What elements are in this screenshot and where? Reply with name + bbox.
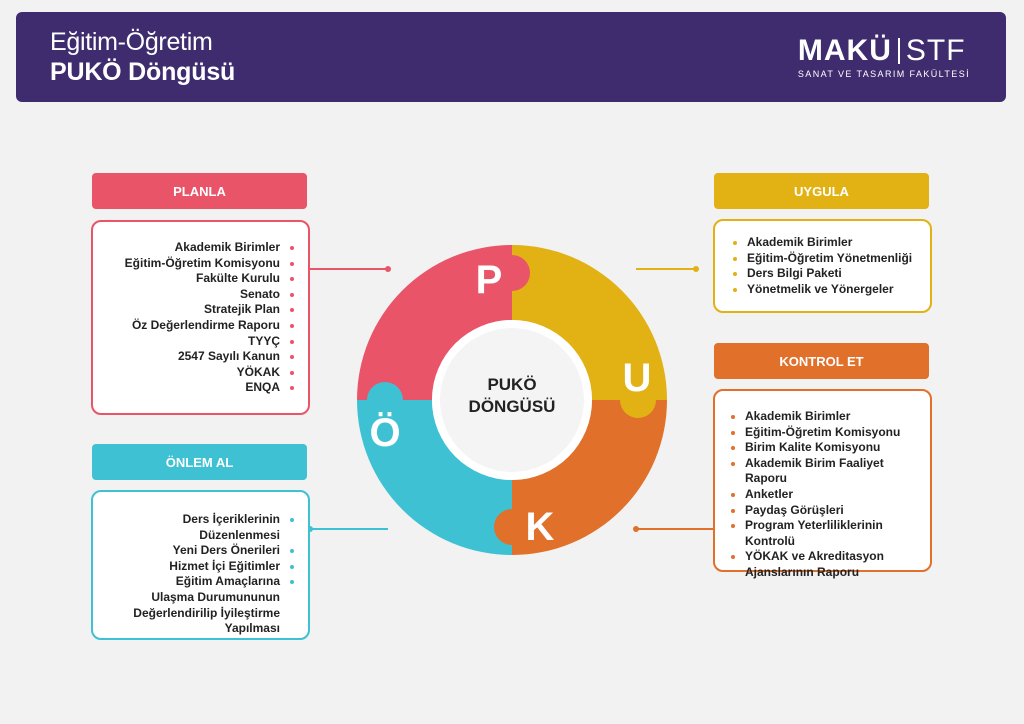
planla-list: Akademik Birimler Eğitim-Öğretim Komisyo… (103, 240, 296, 396)
connector-onlem (307, 526, 388, 532)
list-item: Eğitim-Öğretim Komisyonu (103, 256, 296, 272)
list-item: Ders İçeriklerinin Düzenlenmesi (101, 512, 296, 543)
list-item: Akademik Birim Faaliyet Raporu (729, 456, 924, 487)
list-item: Anketler (729, 487, 924, 503)
uygula-list: Akademik Birimler Eğitim-Öğretim Yönetme… (731, 235, 922, 297)
list-item: Yönetmelik ve Yönergeler (731, 282, 922, 298)
onlem-title: ÖNLEM AL (92, 444, 307, 480)
letter-p: P (476, 258, 503, 302)
list-item: Hizmet İçi Eğitimler (101, 559, 296, 575)
letter-u: U (623, 356, 652, 400)
list-item: YÖKAK ve Akreditasyon (729, 549, 924, 565)
connector-dot (307, 526, 313, 532)
uygula-box: Akademik Birimler Eğitim-Öğretim Yönetme… (713, 219, 932, 313)
onlem-box: Ders İçeriklerinin Düzenlenmesi Yeni Der… (91, 490, 310, 640)
list-item: Yeni Ders Önerileri (101, 543, 296, 559)
onlem-list: Ders İçeriklerinin Düzenlenmesi Yeni Der… (101, 512, 296, 637)
logo-divider (897, 38, 900, 64)
list-item: Akademik Birimler (731, 235, 922, 251)
list-item: Eğitim Amaçlarına (101, 574, 296, 590)
header-title-line1: Eğitim-Öğretim (50, 28, 213, 56)
connector-dot (693, 266, 699, 272)
connector-planla (310, 266, 391, 272)
connector-uygula (636, 266, 699, 272)
kontrol-title: KONTROL ET (714, 343, 929, 379)
list-item: Paydaş Görüşleri (729, 503, 924, 519)
letter-o: Ö (369, 410, 400, 455)
list-item: YÖKAK (103, 365, 296, 381)
list-item: Ajanslarının Raporu (745, 564, 860, 579)
onlem-title-label: ÖNLEM AL (165, 454, 234, 470)
kontrol-title-label: KONTROL ET (779, 353, 864, 369)
list-item: Ders Bilgi Paketi (731, 266, 922, 282)
logo-main-text: MAKÜ (797, 34, 892, 67)
header-title-line2: PUKÖ Döngüsü (50, 58, 236, 86)
logo-caption: SANAT VE TASARIM FAKÜLTESİ (797, 69, 970, 79)
faculty-logo: MAKÜ STF SANAT VE TASARIM FAKÜLTESİ (797, 34, 970, 80)
knob-uygula (620, 382, 656, 418)
connector-dot (633, 526, 639, 532)
list-item: Program Yeterliliklerinin Kontrolü (729, 518, 924, 549)
connector-kontrol (633, 526, 714, 532)
list-item: Birim Kalite Komisyonu (729, 440, 924, 456)
list-item: Öz Değerlendirme Raporu (103, 318, 296, 334)
list-item: Eğitim-Öğretim Komisyonu (729, 425, 924, 441)
list-item: Fakülte Kurulu (103, 271, 296, 287)
planla-box: Akademik Birimler Eğitim-Öğretim Komisyo… (91, 220, 310, 415)
ring-segment-uygula (512, 245, 667, 400)
planla-title: PLANLA (92, 173, 307, 209)
planla-title-label: PLANLA (173, 183, 226, 199)
uygula-title-label: UYGULA (794, 183, 849, 199)
kontrol-list: Akademik Birimler Eğitim-Öğretim Komisyo… (729, 409, 924, 581)
knob-onlem (367, 382, 403, 418)
list-item: Stratejik Plan (103, 302, 296, 318)
uygula-title: UYGULA (714, 173, 929, 209)
list-item: TYYÇ (103, 334, 296, 350)
logo-sub-text: STF (905, 34, 966, 67)
kontrol-box: Akademik Birimler Eğitim-Öğretim Komisyo… (713, 389, 932, 579)
list-item: Değerlendirilip İyileştirme (133, 605, 280, 620)
list-item: Senato (103, 287, 296, 303)
list-item: Eğitim-Öğretim Yönetmenliği (731, 251, 922, 267)
center-label-line1: PUKÖ (487, 375, 536, 394)
ring-segment-kontrol (512, 400, 667, 555)
list-item: Akademik Birimler (103, 240, 296, 256)
letter-k: K (526, 505, 555, 549)
list-item: Yapılması (224, 621, 280, 636)
knob-planla (494, 255, 530, 291)
connector-dot (385, 266, 391, 272)
list-item: 2547 Sayılı Kanun (103, 349, 296, 365)
center-label-line2: DÖNGÜSÜ (469, 397, 556, 416)
ring-segment-onlem (357, 400, 512, 555)
ring-segment-planla (357, 245, 512, 400)
header-banner: Eğitim-Öğretim PUKÖ Döngüsü MAKÜ STF SAN… (16, 12, 1006, 102)
list-item: Ulaşma Durumununun (151, 589, 280, 604)
list-item: ENQA (103, 380, 296, 396)
list-item: Akademik Birimler (729, 409, 924, 425)
knob-kontrol (494, 509, 530, 545)
ring-center-disc (440, 328, 584, 472)
